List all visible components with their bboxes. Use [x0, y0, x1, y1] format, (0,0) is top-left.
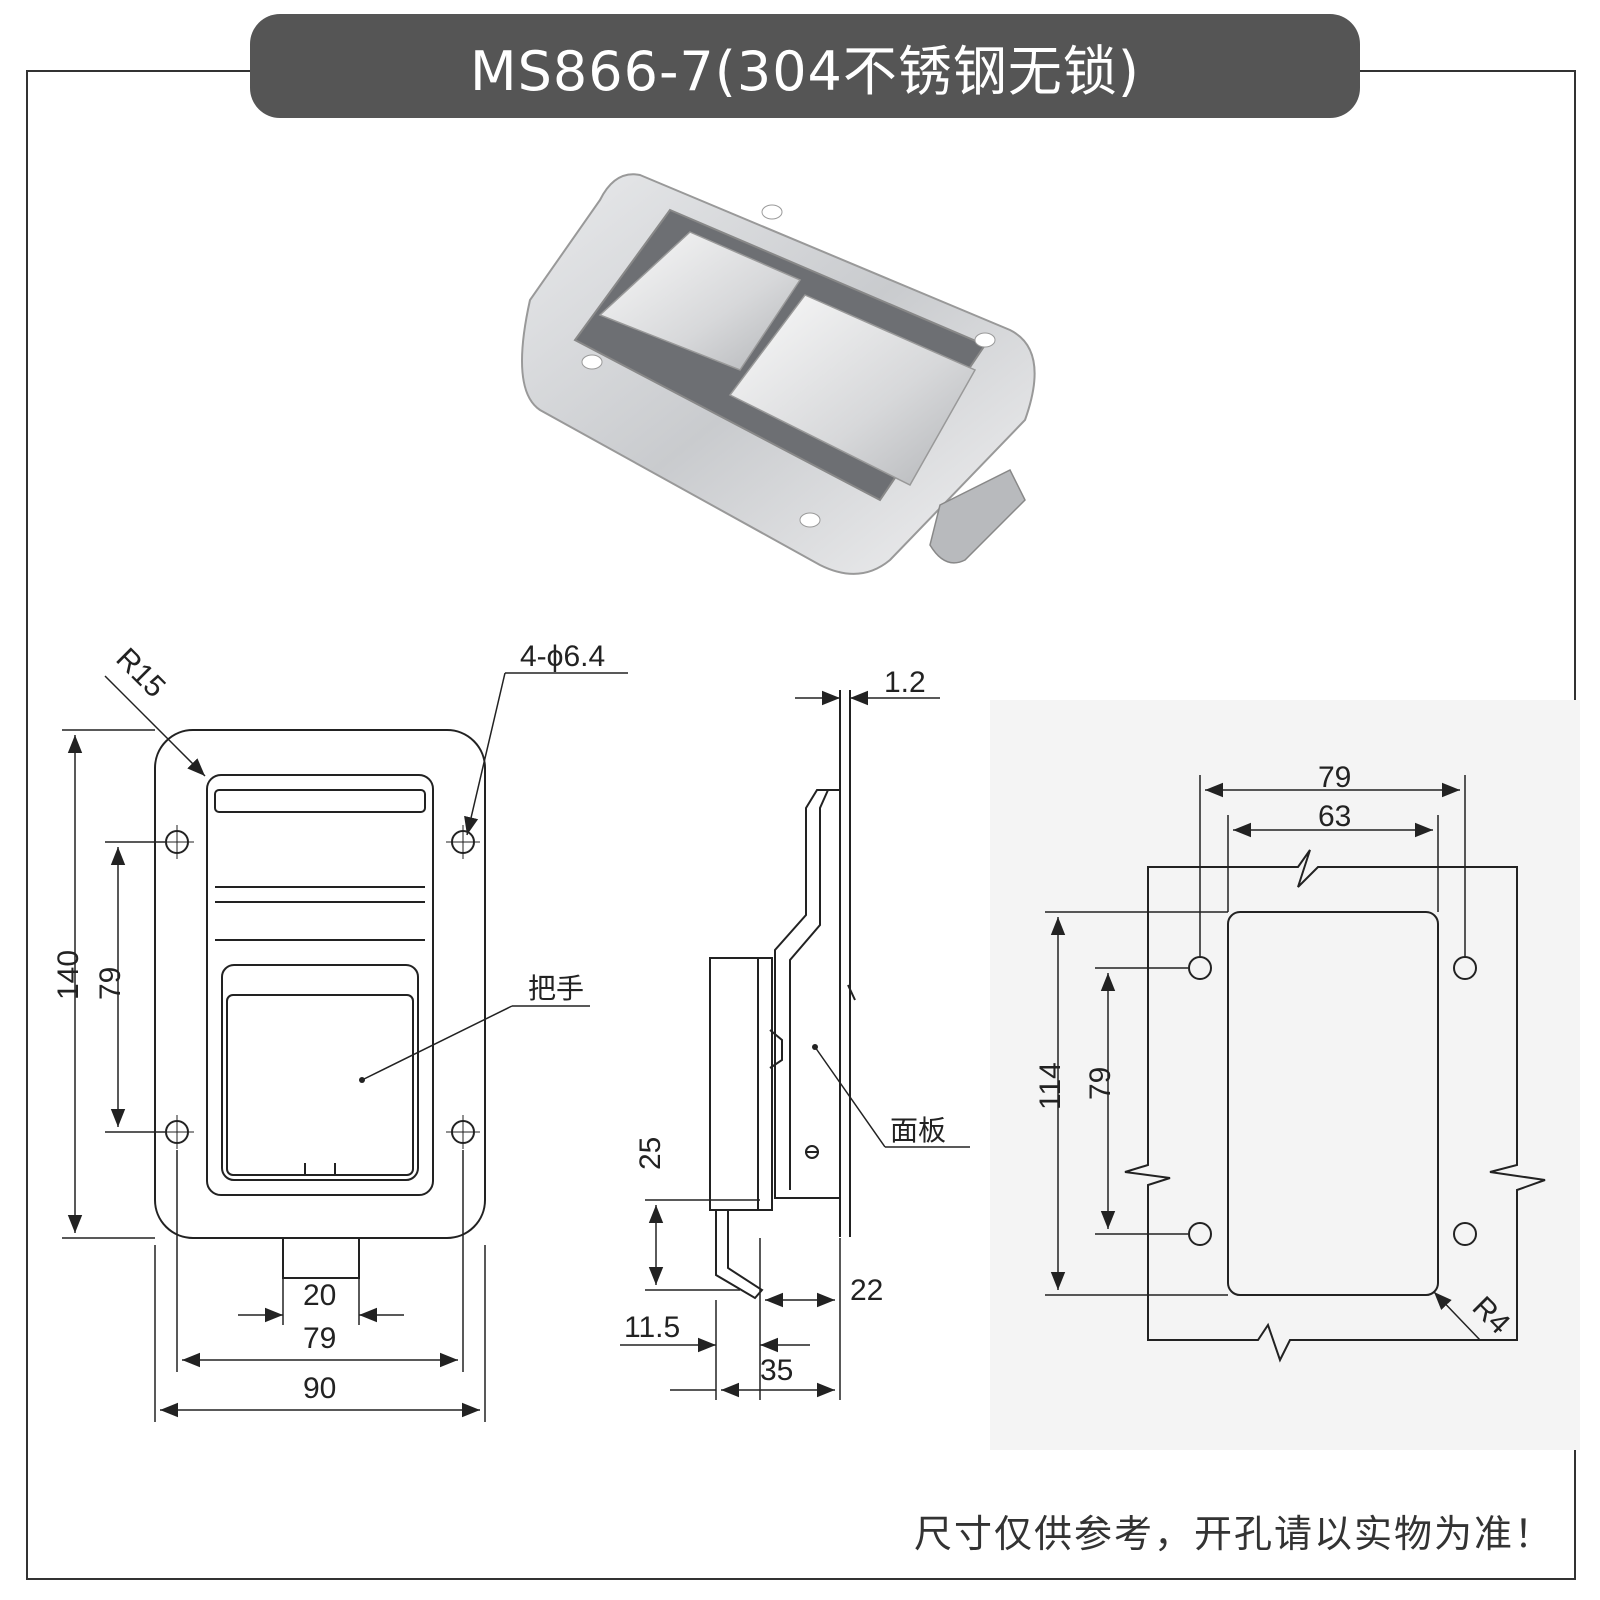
mounting-holes: [160, 825, 480, 1149]
side-view: [620, 690, 970, 1400]
dim-35: 35: [760, 1354, 793, 1387]
product-photo: [521, 173, 1036, 575]
dim-22: 22: [850, 1274, 883, 1307]
front-view: [62, 672, 628, 1422]
dim-cut-79-v: 79: [1084, 1067, 1117, 1100]
label-panel: 面板: [890, 1114, 946, 1147]
dim-holes: 4-ϕ6.4: [520, 640, 605, 673]
dim-79-h: 79: [303, 1322, 336, 1355]
footnote: 尺寸仅供参考，开孔请以实物为准！: [913, 1512, 1554, 1556]
title: MS866-7(304不锈钢无锁): [470, 39, 1140, 103]
dim-140: 140: [52, 950, 85, 1000]
dim-cut-63: 63: [1318, 800, 1351, 833]
side-view-labels: 1.2 面板 25 22 11.5 35: [624, 666, 946, 1387]
dim-11-5: 11.5: [624, 1311, 680, 1344]
dim-1-2: 1.2: [884, 666, 926, 699]
dim-90: 90: [303, 1372, 336, 1405]
dim-20: 20: [303, 1279, 336, 1312]
label-handle: 把手: [528, 972, 584, 1005]
dim-cut-114: 114: [1034, 1062, 1067, 1110]
title-banner: MS866-7(304不锈钢无锁): [250, 14, 1360, 118]
cutout-view: 79 63 114 79 R4: [990, 700, 1580, 1450]
dim-r15: R15: [109, 642, 171, 704]
flange-outline: [154, 729, 486, 1239]
front-view-labels: R15 4-ϕ6.4 140 79 把手 20 79 90: [52, 640, 605, 1405]
dim-cut-79: 79: [1318, 761, 1351, 794]
cutout-opening: [1227, 911, 1439, 1296]
recess-outline: [206, 774, 434, 1196]
dim-25: 25: [634, 1137, 667, 1170]
dim-79-v: 79: [94, 967, 127, 1000]
handle-outline: [221, 964, 419, 1181]
